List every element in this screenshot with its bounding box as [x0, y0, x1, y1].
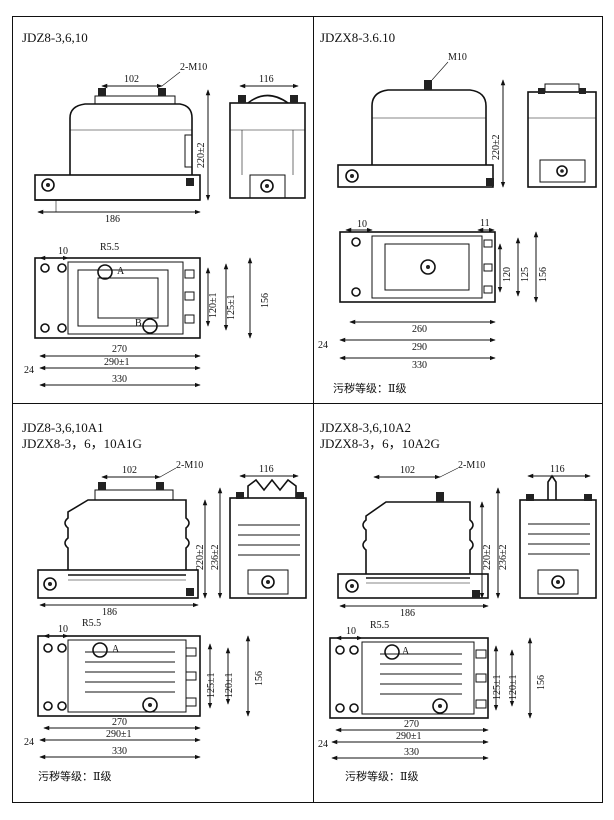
q4-dim-116: 116 — [550, 464, 565, 475]
q2-plan-view: 10 11 120 125 156 260 24 290 330 污秽等级：Ⅱ级 — [318, 218, 549, 395]
q3-dim-290: 290±1 — [106, 729, 132, 740]
q4-plan-view: A 10 R5.5 125±1 120±1 156 270 24 290±1 3… — [318, 620, 547, 783]
q2-dim-125: 125 — [520, 267, 531, 282]
q1-dim-120: 120±1 — [208, 293, 219, 319]
q3-dim-24: 24 — [24, 737, 34, 748]
q3-front-view: 186 102 2-M10 220±2 236±2 — [37, 460, 223, 618]
q2-dim-24: 24 — [318, 340, 328, 351]
q3-dim-102: 102 — [122, 465, 137, 476]
q1-terminal-b: B — [135, 318, 142, 329]
q1-dim-125: 125±1 — [226, 295, 237, 321]
q3-dim-186: 186 — [102, 607, 117, 618]
q4-panel: JDZX8-3,6,10A2 JDZX8-3，6，10A2G 186 102 2… — [318, 420, 597, 783]
q3-side-view: 116 — [229, 464, 307, 599]
q4-dim-330: 330 — [404, 747, 419, 758]
q3-dim-270: 270 — [112, 717, 127, 728]
q1-dim-270: 270 — [112, 344, 127, 355]
q4-dim-102: 102 — [400, 465, 415, 476]
q1-radius: R5.5 — [100, 242, 119, 253]
q2-front-view: M10 220±2 — [337, 52, 506, 188]
q2-dim-10: 10 — [357, 219, 367, 230]
q1-dim-290: 290±1 — [104, 357, 130, 368]
q4-dim-290: 290±1 — [396, 731, 422, 742]
q2-panel: JDZX8-3.6.10 M10 220±2 — [318, 30, 597, 395]
q3-panel: JDZ8-3,6,10A1 JDZX8-3，6，10A1G 186 102 2-… — [22, 420, 307, 783]
q2-dim-120: 120 — [502, 267, 513, 282]
q1-side-view: 116 — [229, 74, 306, 199]
q3-dim-125: 125±1 — [206, 673, 217, 699]
q1-plan-view: A B 10 R5.5 120±1 125±1 156 270 24 290±1… — [24, 242, 271, 388]
q1-dim-24: 24 — [24, 365, 34, 376]
q3-dim-10: 10 — [58, 624, 68, 635]
q4-pollution-note: 污秽等级：Ⅱ级 — [345, 769, 418, 783]
q4-dim-24: 24 — [318, 739, 328, 750]
frame-bottom-right — [313, 403, 603, 803]
q3-title-1: JDZ8-3,6,10A1 — [22, 420, 104, 435]
q4-dim-236: 236±2 — [498, 545, 509, 571]
q4-dim-125: 125±1 — [492, 675, 503, 701]
q1-title: JDZ8-3,6,10 — [22, 30, 88, 45]
q3-terminal-a: A — [112, 644, 120, 655]
q2-side-view — [527, 83, 597, 188]
q3-dim-156: 156 — [254, 671, 265, 686]
q1-dim-10: 10 — [58, 246, 68, 257]
q4-dim-156: 156 — [536, 675, 547, 690]
q3-dim-120: 120±1 — [224, 673, 235, 699]
q3-radius: R5.5 — [82, 618, 101, 629]
q3-dim-330: 330 — [112, 746, 127, 757]
q2-dim-330: 330 — [412, 360, 427, 371]
q2-bolt-label: M10 — [448, 52, 467, 63]
q3-bolt-label: 2-M10 — [176, 460, 203, 471]
q4-terminal-a: A — [402, 646, 410, 657]
q3-dim-220: 220±2 — [195, 545, 206, 571]
q4-dim-220: 220±2 — [482, 545, 493, 571]
q4-radius: R5.5 — [370, 620, 389, 631]
q4-bolt-label: 2-M10 — [458, 460, 485, 471]
q4-title-1: JDZX8-3,6,10A2 — [320, 420, 411, 435]
q3-dim-116: 116 — [259, 464, 274, 475]
q4-dim-120: 120±1 — [508, 675, 519, 701]
q1-terminal-a: A — [117, 266, 125, 277]
q4-front-view: 186 102 2-M10 220±2 236±2 — [337, 460, 509, 619]
q3-pollution-note: 污秽等级：Ⅱ级 — [38, 769, 111, 783]
q2-dim-260: 260 — [412, 324, 427, 335]
q2-dim-290: 290 — [412, 342, 427, 353]
q1-panel: JDZ8-3,6,10 186 102 2-M10 220±2 — [22, 30, 306, 388]
q1-front-view: 186 102 2-M10 220±2 — [34, 62, 211, 225]
q4-dim-10: 10 — [346, 626, 356, 637]
q2-dim-220: 220±2 — [491, 135, 502, 161]
q2-title: JDZX8-3.6.10 — [320, 30, 395, 45]
q4-title-2: JDZX8-3，6，10A2G — [320, 436, 440, 451]
q2-dim-11: 11 — [480, 218, 490, 229]
q2-pollution-note: 污秽等级：Ⅱ级 — [333, 381, 406, 395]
q3-dim-236: 236±2 — [210, 545, 221, 571]
q2-dim-156: 156 — [538, 267, 549, 282]
q4-side-view: 116 — [519, 464, 597, 599]
q1-dim-156: 156 — [260, 293, 271, 308]
q1-bolt-label: 2-M10 — [180, 62, 207, 73]
q1-dim-220: 220±2 — [196, 143, 207, 169]
q3-title-2: JDZX8-3，6，10A1G — [22, 436, 142, 451]
q4-dim-186: 186 — [400, 608, 415, 619]
q4-dim-270: 270 — [404, 719, 419, 730]
q1-dim-330: 330 — [112, 374, 127, 385]
q3-plan-view: A 10 R5.5 125±1 120±1 156 270 24 290±1 3… — [24, 618, 265, 783]
q1-dim-102: 102 — [124, 74, 139, 85]
q1-dim-186: 186 — [105, 214, 120, 225]
q1-dim-116: 116 — [259, 74, 274, 85]
